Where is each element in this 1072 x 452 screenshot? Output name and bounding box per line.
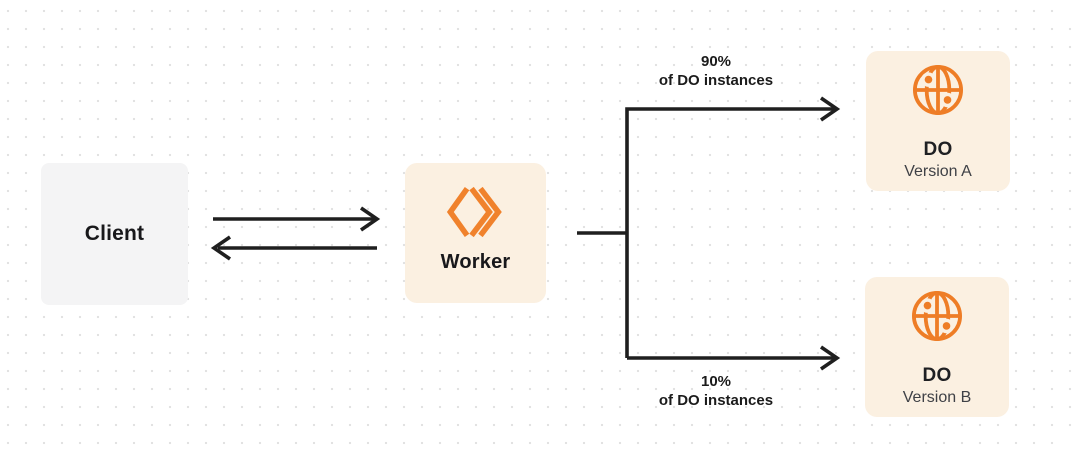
do-a-subtitle: Version A xyxy=(904,163,972,180)
do-a-title: DO xyxy=(923,139,953,160)
client-to-worker-arrow xyxy=(213,206,381,232)
bottom-branch-caption: of DO instances xyxy=(658,392,774,409)
client-label: Client xyxy=(84,222,145,245)
bottom-branch-percent: 10% xyxy=(700,373,732,390)
do-b-subtitle: Version B xyxy=(902,389,972,406)
worker-label: Worker xyxy=(440,251,511,273)
top-branch-arrow xyxy=(625,96,841,358)
do-b-title: DO xyxy=(922,365,952,386)
client-node: Client xyxy=(41,163,188,305)
do-version-a-node: DO Version A xyxy=(866,51,1010,191)
worker-to-client-arrow xyxy=(210,235,377,261)
do-version-b-node: DO Version B xyxy=(865,277,1009,417)
top-branch-caption: of DO instances xyxy=(658,72,774,89)
worker-node: Worker xyxy=(405,163,546,303)
top-branch-label: 90% of DO instances xyxy=(616,52,816,90)
bottom-branch-label: 10% of DO instances xyxy=(616,372,816,410)
bottom-branch-arrow xyxy=(627,345,841,371)
durable-object-globe-icon xyxy=(911,290,963,342)
durable-object-globe-icon xyxy=(912,64,964,116)
workers-logo-icon xyxy=(446,186,502,238)
top-branch-percent: 90% xyxy=(700,53,732,70)
